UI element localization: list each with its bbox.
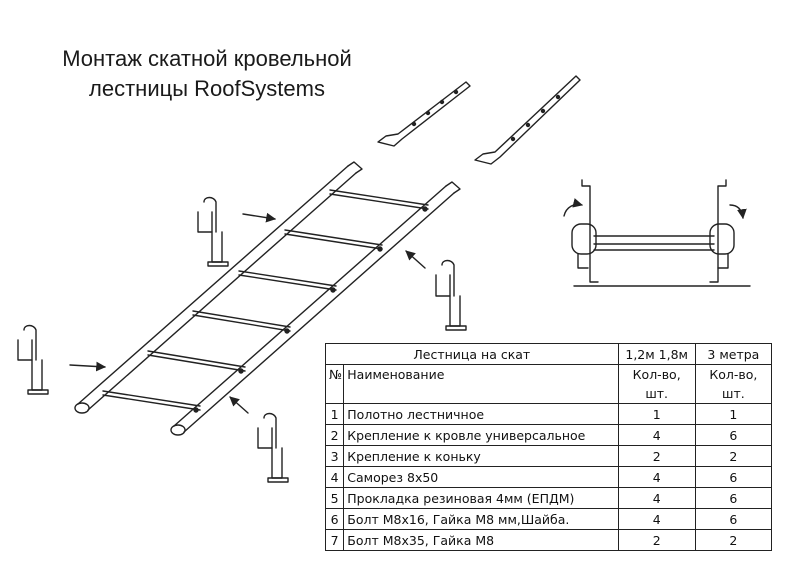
row-qty-b: 6 (694, 508, 773, 530)
ridge-bracket-right (474, 75, 581, 165)
header-size-b: 3 метра (694, 343, 773, 365)
row-name: Прокладка резиновая 4мм (ЕПДМ) (343, 487, 619, 509)
title-line-1: Монтаж скатной кровельной (62, 46, 352, 71)
row-qty-a: 2 (617, 529, 696, 551)
row-qty-a: 4 (617, 487, 696, 509)
row-qty-a: 2 (617, 445, 696, 467)
header-qty-a: Кол-во, шт. (617, 364, 696, 404)
roof-mount-right (435, 259, 467, 331)
row-name: Крепление к коньку (343, 445, 619, 467)
parts-table: Лестница на скат 1,2м 1,8м 3 метра № Наи… (324, 343, 773, 551)
table-row: 5 Прокладка резиновая 4мм (ЕПДМ) 4 6 (324, 487, 773, 509)
row-name: Крепление к кровле универсальное (343, 424, 619, 446)
row-name: Полотно лестничное (343, 403, 619, 425)
row-qty-b: 6 (694, 424, 773, 446)
table-row: 2 Крепление к кровле универсальное 4 6 (324, 424, 773, 446)
row-qty-b: 2 (694, 529, 773, 551)
header-num: № (324, 364, 345, 404)
row-name: Болт М8х16, Гайка М8 мм,Шайба. (343, 508, 619, 530)
row-num: 6 (324, 508, 345, 530)
header-size-a: 1,2м 1,8м (617, 343, 696, 365)
table-row: 4 Саморез 8х50 4 6 (324, 466, 773, 488)
table-row: 3 Крепление к коньку 2 2 (324, 445, 773, 467)
row-qty-b: 6 (694, 466, 773, 488)
table-header-row-1: Лестница на скат 1,2м 1,8м 3 метра (325, 343, 773, 365)
row-name: Болт М8х35, Гайка М8 (343, 529, 619, 551)
ridge-bracket-left (377, 81, 471, 147)
roof-mount-left (17, 324, 49, 395)
table-row: 6 Болт М8х16, Гайка М8 мм,Шайба. 4 6 (324, 508, 773, 530)
table-row: 7 Болт М8х35, Гайка М8 2 2 (324, 529, 773, 551)
title-line-2: лестницы RoofSystems (89, 76, 325, 101)
ladder-left-rail (74, 161, 363, 414)
row-qty-b: 2 (694, 445, 773, 467)
ladder-rungs (102, 189, 429, 411)
row-qty-a: 1 (617, 403, 696, 425)
row-num: 4 (324, 466, 345, 488)
table-row: 1 Полотно лестничное 1 1 (324, 403, 773, 425)
row-num: 2 (324, 424, 345, 446)
table-header-row-2: № Наименование Кол-во, шт. Кол-во, шт. (324, 364, 773, 404)
header-group: Лестница на скат (325, 343, 619, 365)
row-qty-b: 6 (694, 487, 773, 509)
roof-mount-bottom (257, 412, 289, 483)
row-name: Саморез 8х50 (343, 466, 619, 488)
row-num: 7 (324, 529, 345, 551)
roof-mount-top (197, 196, 229, 267)
row-qty-a: 4 (617, 424, 696, 446)
row-qty-a: 4 (617, 508, 696, 530)
header-qty-b: Кол-во, шт. (694, 364, 773, 404)
row-num: 3 (324, 445, 345, 467)
row-num: 1 (324, 403, 345, 425)
header-name: Наименование (343, 364, 619, 404)
diagram-title: Монтаж скатной кровельной лестницы RoofS… (22, 44, 392, 104)
row-num: 5 (324, 487, 345, 509)
cross-section-detail (563, 179, 751, 287)
assembly-arrows (69, 212, 426, 414)
row-qty-b: 1 (694, 403, 773, 425)
row-qty-a: 4 (617, 466, 696, 488)
ladder-illustration (74, 161, 461, 436)
